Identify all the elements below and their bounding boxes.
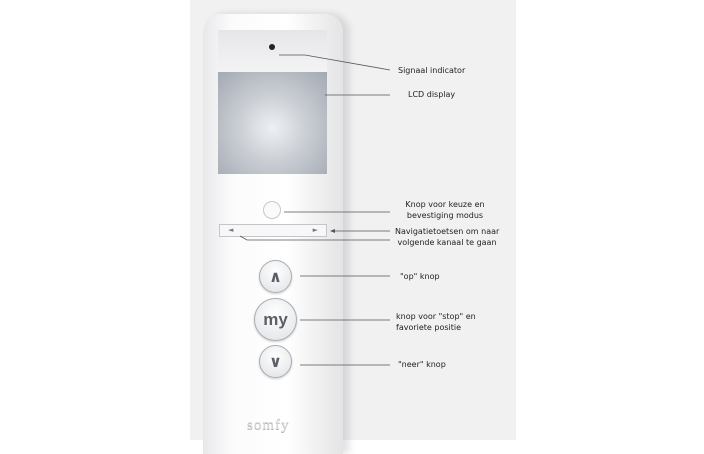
navigation-keys[interactable]: ◄ ►	[219, 224, 327, 237]
label-up-button: "op" knop	[400, 272, 440, 281]
label-line: favoriete positie	[396, 323, 462, 332]
signal-indicator	[269, 44, 275, 50]
somfy-logo: somfy	[247, 417, 290, 433]
chevron-up-icon: ∧	[269, 267, 282, 286]
chevron-down-icon: ∨	[269, 352, 282, 371]
label-navigation-keys: Navigatietoetsen om naar volgende kanaal…	[395, 226, 499, 248]
label-line: volgende kanaal te gaan	[397, 238, 497, 247]
label-line: knop voor "stop" en	[396, 312, 476, 321]
leader-signal	[279, 54, 391, 71]
up-button[interactable]: ∧	[259, 260, 292, 293]
remote-head	[218, 30, 327, 74]
lcd-display	[218, 72, 327, 174]
my-button-label: my	[263, 309, 288, 329]
label-lcd-display: LCD display	[408, 90, 456, 99]
my-button[interactable]: my	[254, 298, 297, 341]
left-arrow-icon[interactable]: ◄	[228, 226, 234, 234]
label-signal-indicator: Signaal indicator	[398, 66, 466, 75]
label-my-button: knop voor "stop" en favoriete positie	[396, 311, 476, 333]
label-line: Navigatietoetsen om naar	[395, 227, 500, 236]
mode-select-button[interactable]	[263, 201, 281, 219]
down-button[interactable]: ∨	[259, 345, 292, 378]
label-line: bevestiging modus	[406, 211, 484, 220]
leader-lines	[239, 54, 391, 366]
label-line: Knop voor keuze en	[405, 200, 485, 209]
right-arrow-icon[interactable]: ►	[312, 226, 318, 234]
leader-nav	[239, 235, 390, 241]
label-down-button: "neer" knop	[398, 360, 446, 369]
label-mode-button: Knop voor keuze en bevestiging modus	[395, 199, 495, 221]
